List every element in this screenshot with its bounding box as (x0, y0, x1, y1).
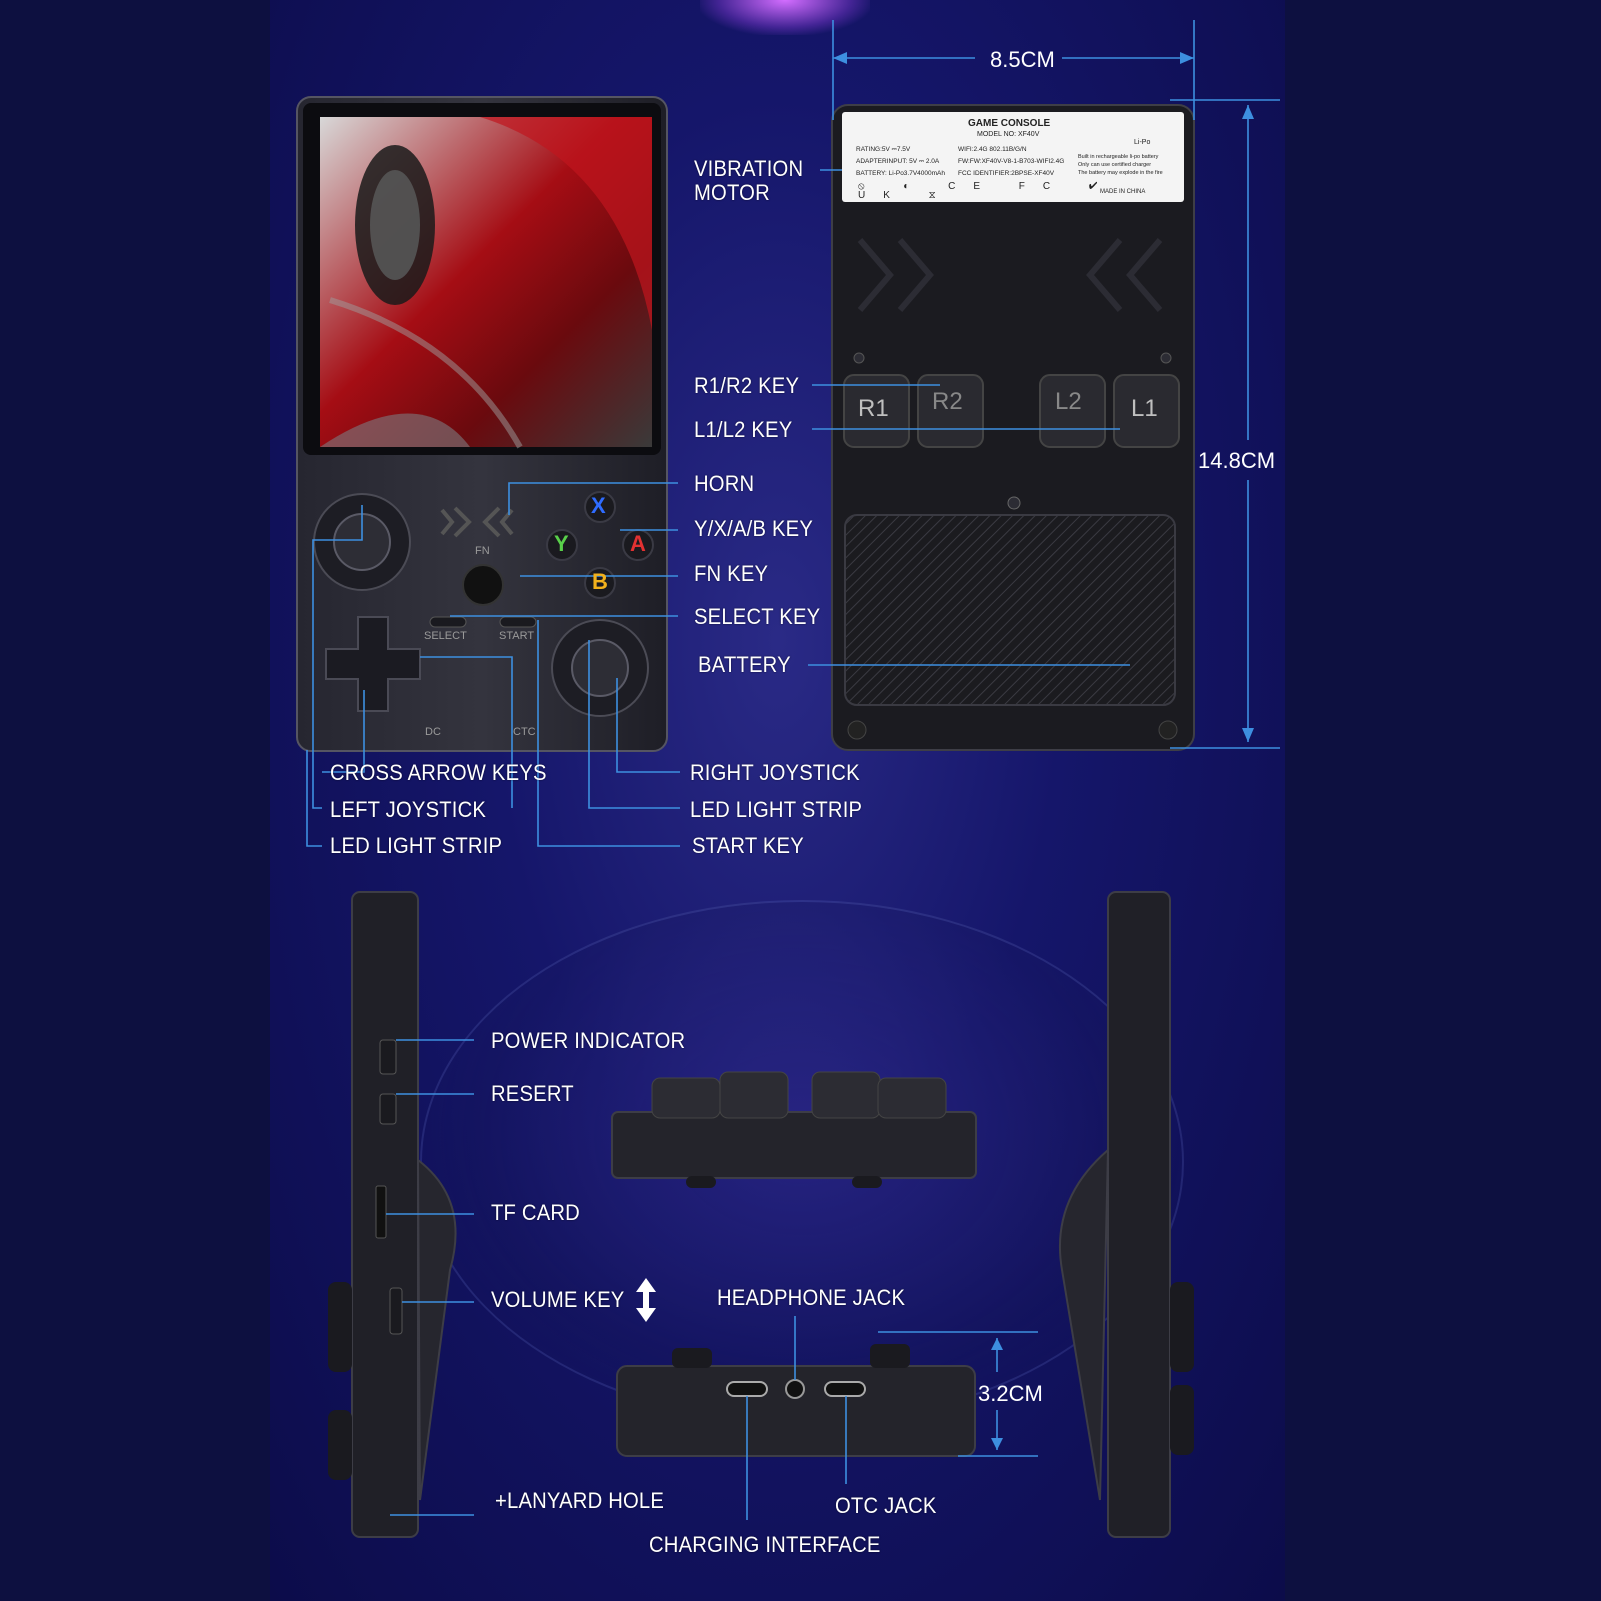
r1-print: R1 (858, 395, 889, 422)
sticker-made: MADE IN CHINA (1100, 189, 1146, 195)
label-yxab-key: Y/X/A/B KEY (694, 516, 814, 541)
start-print: START (499, 630, 535, 642)
label-fn-key: FN KEY (694, 561, 769, 586)
label-led-light-strip-left: LED LIGHT STRIP (330, 833, 503, 858)
label-left-joystick: LEFT JOYSTICK (330, 797, 487, 822)
sticker-fw: FW:FW:XF40V-V8-1-B703-WIFI2.4G (958, 158, 1065, 165)
top-view (611, 1071, 977, 1188)
right-background-band (1285, 0, 1601, 1601)
button-x: X (591, 493, 606, 518)
label-l1l2-key: L1/L2 KEY (694, 417, 793, 442)
dimension-arrowheads (833, 52, 1254, 1450)
sticker-lipo: Li-Po (1134, 139, 1151, 146)
sticker-adapter: ADAPTERINPUT: 5V ⎓ 2.0A (856, 158, 940, 165)
dc-print: DC (425, 726, 441, 738)
label-otc-jack: OTC JACK (835, 1493, 937, 1518)
sticker-note: Built in rechargeable li-po battery Only… (1078, 154, 1163, 176)
dimension-thickness: 3.2CM (978, 1381, 1043, 1406)
dimension-width: 8.5CM (990, 47, 1055, 72)
button-y: Y (554, 531, 569, 556)
label-battery: BATTERY (698, 652, 791, 677)
label-headphone-jack: HEADPHONE JACK (717, 1285, 906, 1310)
right-side-view (1058, 891, 1194, 1538)
sticker-model: MODEL NO: XF40V (977, 131, 1040, 138)
sticker-rating: RATING:5V ⎓7.5V (856, 146, 911, 153)
label-cross-arrow-keys: CROSS ARROW KEYS (330, 760, 547, 785)
label-lanyard-hole: +LANYARD HOLE (495, 1488, 665, 1513)
battery-cover (844, 514, 1176, 706)
label-led-light-strip-right: LED LIGHT STRIP (690, 797, 863, 822)
fn-print: FN (475, 545, 490, 557)
label-volume-key: VOLUME KEY (491, 1287, 625, 1312)
sticker-wifi: WIFI:2.4G 802.11B/G/N (958, 146, 1027, 153)
label-power-indicator: POWER INDICATOR (491, 1028, 686, 1053)
button-b: B (592, 569, 608, 594)
label-right-joystick: RIGHT JOYSTICK (690, 760, 860, 785)
left-background-band (0, 0, 270, 1601)
label-horn: HORN (694, 471, 755, 496)
sticker-battery: BATTERY: Li-Po3.7V4000mAh (856, 170, 946, 177)
select-print: SELECT (424, 630, 467, 642)
ctc-print: CTC (513, 726, 536, 738)
label-r1r2-key: R1/R2 KEY (694, 373, 800, 398)
button-a: A (630, 531, 646, 556)
back-view (831, 104, 1195, 751)
up-down-arrow-icon (636, 1278, 656, 1322)
dimension-height: 14.8CM (1198, 448, 1276, 473)
rating-label: GAME CONSOLE MODEL NO: XF40V RATING:5V ⎓… (842, 112, 1184, 202)
left-side-view (328, 891, 457, 1538)
leader-lines (306, 20, 1280, 1520)
l1-print: L1 (1131, 395, 1158, 422)
r2-print: R2 (932, 388, 963, 415)
sticker-marks: ⦸ ◐ CE FC ✔ UK ⧖ (858, 181, 1116, 201)
label-select-key: SELECT KEY (694, 604, 821, 629)
label-tf-card: TF CARD (491, 1200, 580, 1225)
l2-print: L2 (1055, 388, 1082, 415)
sticker-fcc: FCC IDENTIFIER:2BPSE-XF40V (958, 170, 1055, 177)
label-start-key: START KEY (692, 833, 804, 858)
front-view (296, 96, 668, 752)
sticker-title: GAME CONSOLE (968, 118, 1051, 129)
purple-glow (700, 0, 870, 35)
label-resert: RESERT (491, 1081, 574, 1106)
label-vibration-motor: VIBRATION MOTOR (694, 156, 804, 205)
bottom-view (616, 1344, 976, 1457)
label-charging-interface: CHARGING INTERFACE (649, 1532, 881, 1557)
